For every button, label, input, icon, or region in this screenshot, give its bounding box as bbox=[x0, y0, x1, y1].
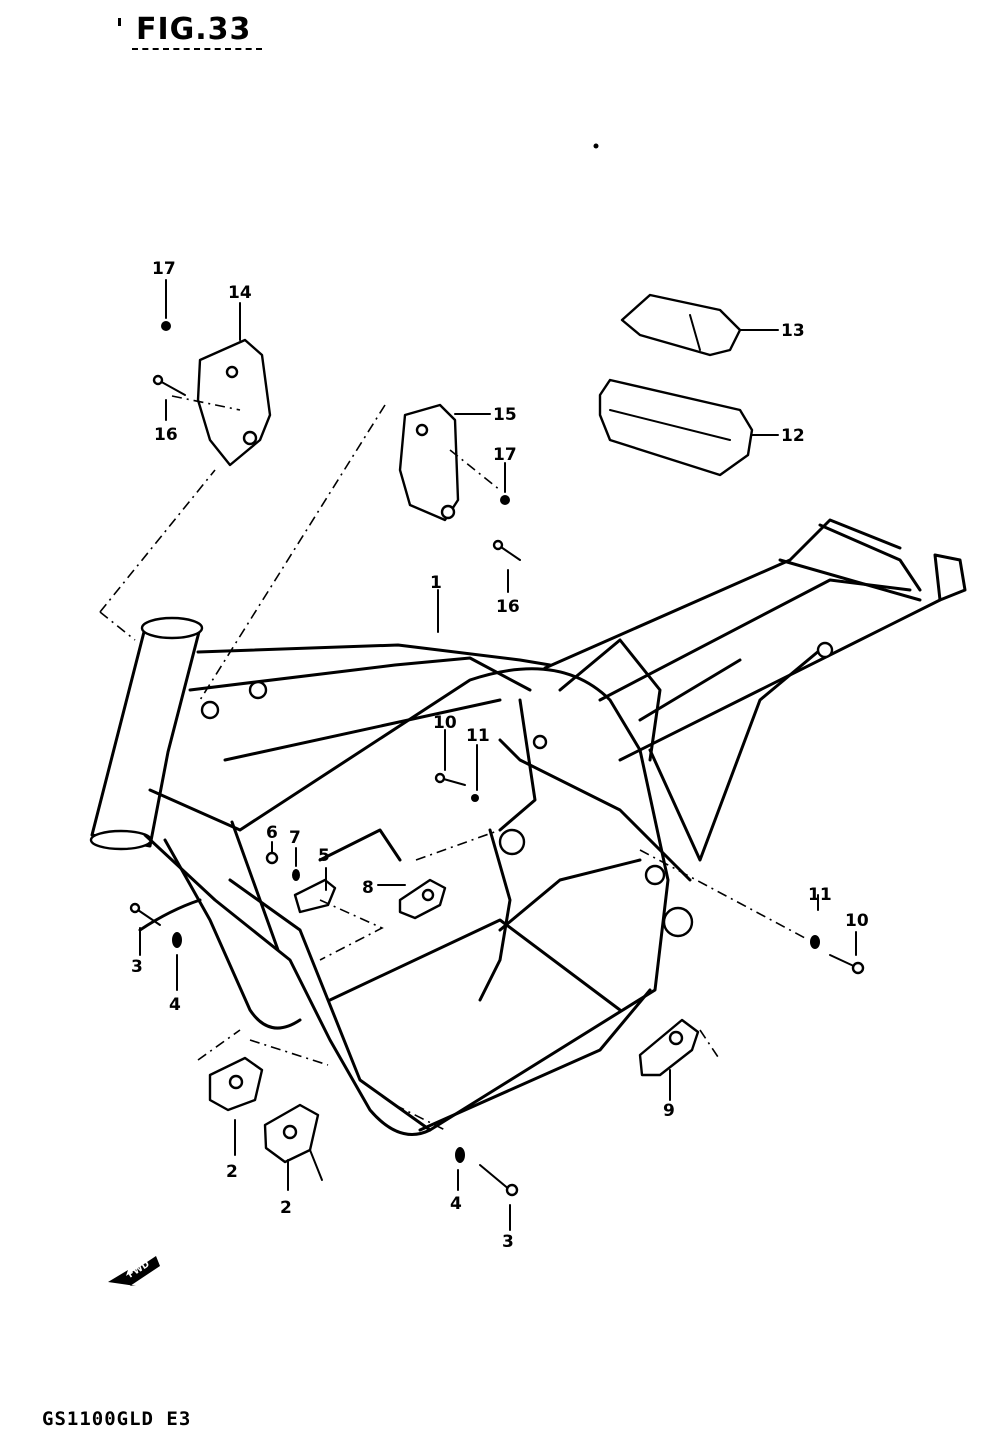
tray-part-12 bbox=[598, 378, 754, 477]
front-arrow-icon: FWD bbox=[108, 1256, 160, 1286]
mount-plate-2b bbox=[263, 1103, 320, 1164]
callout-4: 4 bbox=[450, 1194, 462, 1214]
bolt-part-3a bbox=[129, 902, 161, 926]
callout-10: 10 bbox=[845, 911, 869, 931]
bolt-part-10b bbox=[829, 954, 865, 975]
bolt-part-6 bbox=[265, 851, 279, 865]
bracket-part-5 bbox=[293, 878, 337, 914]
bolt-part-3b bbox=[479, 1164, 519, 1197]
callout-10: 10 bbox=[433, 713, 457, 733]
bolt-part-16b bbox=[492, 539, 521, 561]
callout-2: 2 bbox=[280, 1198, 292, 1218]
bracket-part-14 bbox=[196, 338, 272, 467]
stray-mark bbox=[593, 143, 599, 149]
assembly-guide-lines bbox=[99, 395, 806, 1131]
frame-body bbox=[89, 518, 967, 1136]
callout-13: 13 bbox=[781, 321, 805, 341]
callout-17: 17 bbox=[493, 445, 517, 465]
model-code-label: GS1100GLD E3 bbox=[42, 1408, 192, 1430]
callout-12: 12 bbox=[781, 426, 805, 446]
callout-2: 2 bbox=[226, 1162, 238, 1182]
callout-14: 14 bbox=[228, 283, 252, 303]
callout-4: 4 bbox=[169, 995, 181, 1015]
nut-part-4a bbox=[172, 932, 182, 948]
callout-11: 11 bbox=[466, 726, 490, 746]
figure-title: FIG.33 bbox=[136, 12, 252, 47]
nut-part-7 bbox=[292, 869, 300, 881]
bolt-part-10a bbox=[434, 772, 466, 786]
callout-9: 9 bbox=[663, 1101, 675, 1121]
callout-16: 16 bbox=[496, 597, 520, 617]
toolbag-part-13 bbox=[620, 293, 742, 357]
nut-part-11b bbox=[810, 935, 820, 949]
bracket-part-15 bbox=[398, 403, 460, 522]
nut-part-11a bbox=[471, 794, 479, 802]
callout-16: 16 bbox=[154, 425, 178, 445]
callout-17: 17 bbox=[152, 259, 176, 279]
bracket-part-8 bbox=[398, 878, 447, 920]
bolt-part-17b bbox=[500, 495, 510, 505]
callout-8: 8 bbox=[362, 878, 374, 898]
callout-1: 1 bbox=[430, 573, 442, 593]
bolt-part-16a bbox=[152, 374, 186, 396]
leader-lines bbox=[139, 279, 857, 1231]
bolt-part-17a bbox=[161, 321, 171, 331]
callout-7: 7 bbox=[289, 828, 301, 848]
callout-3: 3 bbox=[131, 957, 143, 977]
mount-plate-2a bbox=[208, 1056, 264, 1112]
nut-part-4b bbox=[455, 1147, 465, 1163]
callout-3: 3 bbox=[502, 1232, 514, 1252]
callout-15: 15 bbox=[493, 405, 517, 425]
title-underline bbox=[132, 48, 262, 50]
callout-11: 11 bbox=[808, 885, 832, 905]
title-tick-mark bbox=[118, 18, 121, 26]
callout-5: 5 bbox=[318, 846, 330, 866]
bracket-part-9 bbox=[638, 1018, 700, 1077]
callout-6: 6 bbox=[266, 823, 278, 843]
